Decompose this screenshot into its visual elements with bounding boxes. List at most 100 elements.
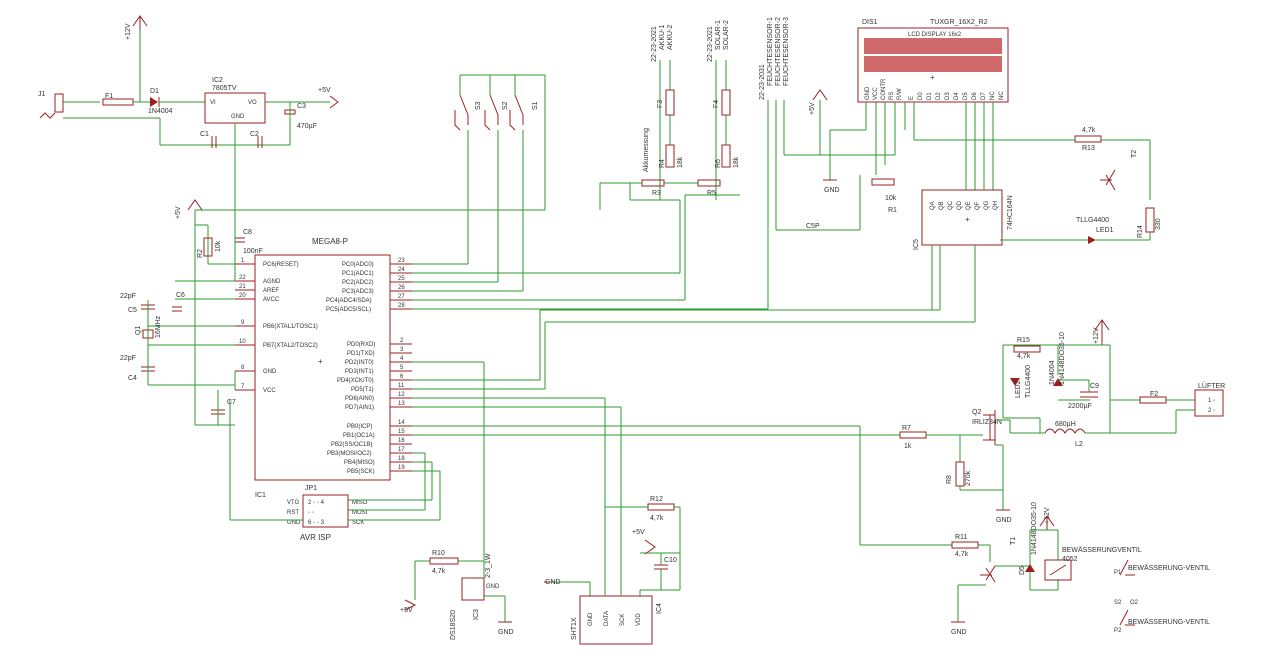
switches: S3 S2 S1 bbox=[412, 74, 546, 292]
resistor-r13 bbox=[1074, 135, 1102, 143]
ic2-gnd: GND bbox=[231, 114, 245, 120]
plus5v-lcd-arrow bbox=[812, 89, 828, 101]
svg-text:D4: D4 bbox=[954, 92, 960, 100]
label-p2: P2 bbox=[1114, 628, 1122, 634]
svg-text:4: 4 bbox=[400, 356, 404, 362]
supply-12v-arrow bbox=[132, 15, 148, 30]
svg-text:11: 11 bbox=[398, 383, 405, 389]
temp-sensor-section: R10 4,7k +5V GND IC3 DS18S20 2-3_1W GND bbox=[400, 361, 514, 640]
label-ic2: IC2 bbox=[212, 77, 223, 84]
label-q1: Q1 bbox=[135, 326, 142, 335]
resistor-r7 bbox=[899, 431, 927, 439]
label-led1: LED1 bbox=[1096, 227, 1114, 234]
label-plus12v-valve: +12V bbox=[1044, 507, 1051, 524]
svg-text:25: 25 bbox=[398, 276, 405, 282]
svg-text:8: 8 bbox=[241, 365, 245, 371]
svg-text:27: 27 bbox=[398, 294, 405, 300]
label-luefter: LÜFTER bbox=[1198, 382, 1225, 390]
isp-header: JP1 VTG RST GND MISO MOSI SCK 2 ◦ ◦ 4 ◦ … bbox=[229, 400, 441, 542]
switch-s1 bbox=[509, 94, 524, 131]
lcd-line-1 bbox=[864, 38, 1002, 54]
svg-text:PD7(AIN1): PD7(AIN1) bbox=[345, 405, 374, 411]
label-plus12v-top: +12V bbox=[125, 23, 132, 40]
svg-text:PD6(AIN0): PD6(AIN0) bbox=[345, 396, 374, 402]
svg-text:13: 13 bbox=[398, 401, 405, 407]
lcd-display: DIS1 TUXGR_16X2_R2 LCD DISPLAY 16x2 + GN… bbox=[776, 19, 1009, 231]
valve-contact-2 bbox=[1119, 609, 1135, 626]
svg-text:QB: QB bbox=[939, 201, 945, 210]
label-r7-val: 1k bbox=[904, 443, 912, 450]
svg-text:24: 24 bbox=[398, 267, 405, 273]
svg-text:RST: RST bbox=[287, 510, 299, 516]
label-plus5v-lcd: +5V bbox=[809, 102, 816, 115]
label-sht: SHT1X bbox=[571, 617, 578, 640]
svg-text:2: 2 bbox=[400, 338, 404, 344]
label-r11: R11 bbox=[955, 534, 967, 541]
led2-diode bbox=[1010, 378, 1020, 386]
label-f4: F4 bbox=[713, 100, 720, 108]
svg-text:QA: QA bbox=[930, 201, 936, 210]
diode-d5 bbox=[1025, 564, 1035, 572]
svg-text:D3: D3 bbox=[945, 92, 951, 100]
label-r5: R5 bbox=[707, 190, 716, 197]
resistor-r11 bbox=[951, 541, 979, 549]
switch-s2 bbox=[484, 94, 499, 131]
power-supply: J1 F1 D1 1N4004 +12V IC2 7805TV VI VO GN… bbox=[38, 15, 339, 210]
isp-pins-bot: 6 ◦ ◦ 3 bbox=[308, 520, 325, 526]
valve-contact-1 bbox=[1119, 559, 1135, 576]
label-c7: C7 bbox=[227, 399, 236, 406]
svg-text:VTG: VTG bbox=[287, 500, 300, 506]
label-r1-val: 10k bbox=[885, 195, 897, 202]
svg-text:SCK: SCK bbox=[620, 614, 626, 626]
mcu-passives: +5V R2 10k C8 100nF C6 22pF C5 Q1 16MHz … bbox=[120, 199, 545, 426]
label-s2: S2 bbox=[502, 101, 509, 110]
svg-text:5: 5 bbox=[400, 365, 404, 371]
label-plus5v-top: +5V bbox=[318, 87, 331, 94]
svg-text:PB3(MOSI/OC2): PB3(MOSI/OC2) bbox=[327, 451, 372, 457]
label-l2: L2 bbox=[1075, 441, 1083, 448]
mcu-pin-gnd: GND bbox=[263, 369, 277, 375]
svg-text:PC4(ADC4/SDA): PC4(ADC4/SDA) bbox=[326, 298, 372, 304]
svg-text:19: 19 bbox=[398, 465, 405, 471]
label-ic1: IC1 bbox=[255, 492, 266, 499]
label-d5: D5 bbox=[1019, 566, 1026, 575]
label-r14: R14 bbox=[1137, 225, 1144, 238]
ic5-origin-mark: + bbox=[965, 215, 970, 224]
svg-text:D5: D5 bbox=[963, 92, 969, 100]
shift-register: + 74HC164N IC5 QA QB QC QD QE QF QG QH bbox=[412, 189, 1014, 390]
plus5v-arrow-bottom bbox=[404, 599, 417, 611]
label-d4: 1N4004 bbox=[1049, 360, 1056, 385]
label-s3: S3 bbox=[475, 101, 482, 110]
label-t1: T1 bbox=[1010, 537, 1017, 545]
label-c6: C6 bbox=[176, 292, 185, 299]
valve-relay bbox=[1044, 559, 1072, 581]
svg-text:D2: D2 bbox=[936, 92, 942, 100]
label-plus12v-fan: +12V bbox=[1093, 327, 1100, 344]
svg-text:PB5(SCK): PB5(SCK) bbox=[347, 469, 375, 475]
svg-text:16: 16 bbox=[398, 438, 405, 444]
svg-text:22-23-2021: 22-23-2021 bbox=[707, 26, 714, 62]
label-r1: R1 bbox=[888, 207, 897, 214]
label-avr-isp: AVR ISP bbox=[300, 533, 331, 542]
svg-text:PC1(ADC1): PC1(ADC1) bbox=[342, 271, 374, 277]
label-r11-val: 4,7k bbox=[955, 551, 969, 558]
resistor-r8 bbox=[955, 461, 965, 487]
lcd-pins: GND VCC CONTR RS R/W E D0 D1 D2 D3 D4 D5… bbox=[865, 78, 1005, 100]
label-c9-val: 2200µF bbox=[1068, 403, 1092, 410]
label-p1: P1 bbox=[1114, 570, 1122, 576]
svg-text:23: 23 bbox=[398, 258, 405, 264]
ds18s20-body bbox=[461, 577, 485, 601]
svg-text:21: 21 bbox=[239, 284, 246, 290]
diode-d1 bbox=[150, 97, 158, 107]
resistor-r10 bbox=[429, 557, 459, 565]
svg-text:GND: GND bbox=[865, 86, 871, 100]
mcu-left-pins: PC6(RESET) 1 AGND 22 AREF 21 AVCC 20 PB6… bbox=[235, 258, 318, 394]
switch-s3 bbox=[454, 94, 469, 131]
svg-text:PD0(RXD): PD0(RXD) bbox=[347, 342, 375, 348]
label-d5-part: 1N4148DO35-10 bbox=[1031, 502, 1038, 555]
resistor-r3 bbox=[641, 179, 665, 187]
svg-text:D0: D0 bbox=[918, 92, 924, 100]
mcu-pin-vcc: VCC bbox=[263, 388, 276, 394]
label-bw-valve: BEWÄSSERUNGVENTIL bbox=[1062, 546, 1142, 554]
svg-text:15: 15 bbox=[398, 429, 405, 435]
